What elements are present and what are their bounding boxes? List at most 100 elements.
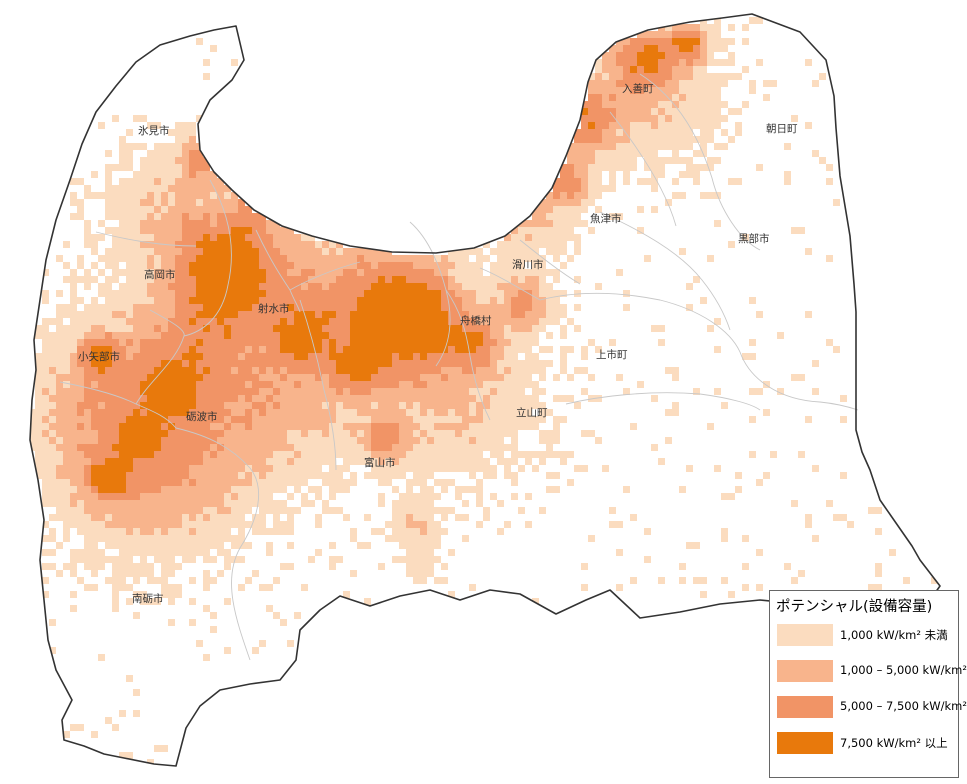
potential-cell [280,507,287,514]
potential-cell [686,143,693,150]
potential-cell [133,255,140,262]
potential-cell [413,549,420,556]
potential-cell [301,402,308,409]
potential-cell [420,346,427,353]
potential-cell [406,556,413,563]
potential-cell [637,101,644,108]
potential-cell [301,430,308,437]
legend-item-under-1000: 1,000 kW/km² 未満 [777,624,957,646]
potential-cell [168,528,175,535]
potential-cell [462,437,469,444]
potential-cell [336,318,343,325]
potential-cell [147,227,154,234]
potential-cell [644,80,651,87]
potential-cell [224,500,231,507]
potential-cell [133,290,140,297]
potential-cell [672,66,679,73]
potential-cell [217,472,224,479]
potential-cell [105,514,112,521]
potential-cell [147,297,154,304]
potential-cell [392,318,399,325]
potential-cell [595,87,602,94]
potential-cell [70,556,77,563]
potential-cell [49,388,56,395]
potential-cell [427,269,434,276]
potential-cell [637,178,644,185]
potential-cell [798,227,805,234]
potential-cell [196,325,203,332]
potential-cell [378,332,385,339]
potential-cell [175,591,182,598]
potential-cell [378,451,385,458]
potential-cell [322,472,329,479]
potential-cell [266,486,273,493]
potential-cell [119,255,126,262]
potential-cell [679,115,686,122]
potential-cell [91,514,98,521]
potential-cell [63,731,70,738]
potential-cell [147,437,154,444]
potential-cell [56,346,63,353]
potential-cell [231,276,238,283]
potential-cell [252,248,259,255]
potential-cell [315,465,322,472]
potential-cell [154,206,161,213]
potential-cell [56,493,63,500]
potential-cell [644,101,651,108]
potential-cell [448,276,455,283]
potential-cell [266,290,273,297]
potential-cell [77,353,84,360]
potential-cell [252,318,259,325]
potential-cell [539,276,546,283]
potential-cell [672,143,679,150]
potential-cell [532,339,539,346]
potential-cell [826,164,833,171]
potential-cell [189,213,196,220]
potential-cell [189,535,196,542]
potential-cell [490,402,497,409]
legend-swatch [777,660,833,682]
potential-cell [196,346,203,353]
potential-cell [539,311,546,318]
potential-cell [504,346,511,353]
potential-cell [133,185,140,192]
potential-cell [224,192,231,199]
potential-cell [182,374,189,381]
potential-cell [595,150,602,157]
potential-cell [91,248,98,255]
potential-cell [175,143,182,150]
potential-cell [742,535,749,542]
potential-cell [679,143,686,150]
potential-cell [224,479,231,486]
potential-cell [119,472,126,479]
potential-cell [581,465,588,472]
potential-cell [252,255,259,262]
potential-cell [665,122,672,129]
potential-cell [553,395,560,402]
potential-cell [525,409,532,416]
potential-cell [56,381,63,388]
potential-cell [42,374,49,381]
potential-cell [420,430,427,437]
potential-cell [182,276,189,283]
potential-cell [434,304,441,311]
potential-cell [182,500,189,507]
potential-cell [119,304,126,311]
potential-cell [224,318,231,325]
potential-cell [224,339,231,346]
potential-cell [707,136,714,143]
potential-cell [77,388,84,395]
potential-cell [49,500,56,507]
potential-cell [350,451,357,458]
potential-cell [238,220,245,227]
potential-cell [637,59,644,66]
potential-cell [133,262,140,269]
potential-cell [147,206,154,213]
potential-cell [357,367,364,374]
potential-cell [497,430,504,437]
potential-cell [245,318,252,325]
potential-cell [133,612,140,619]
potential-cell [91,276,98,283]
potential-cell [322,367,329,374]
potential-cell [238,304,245,311]
